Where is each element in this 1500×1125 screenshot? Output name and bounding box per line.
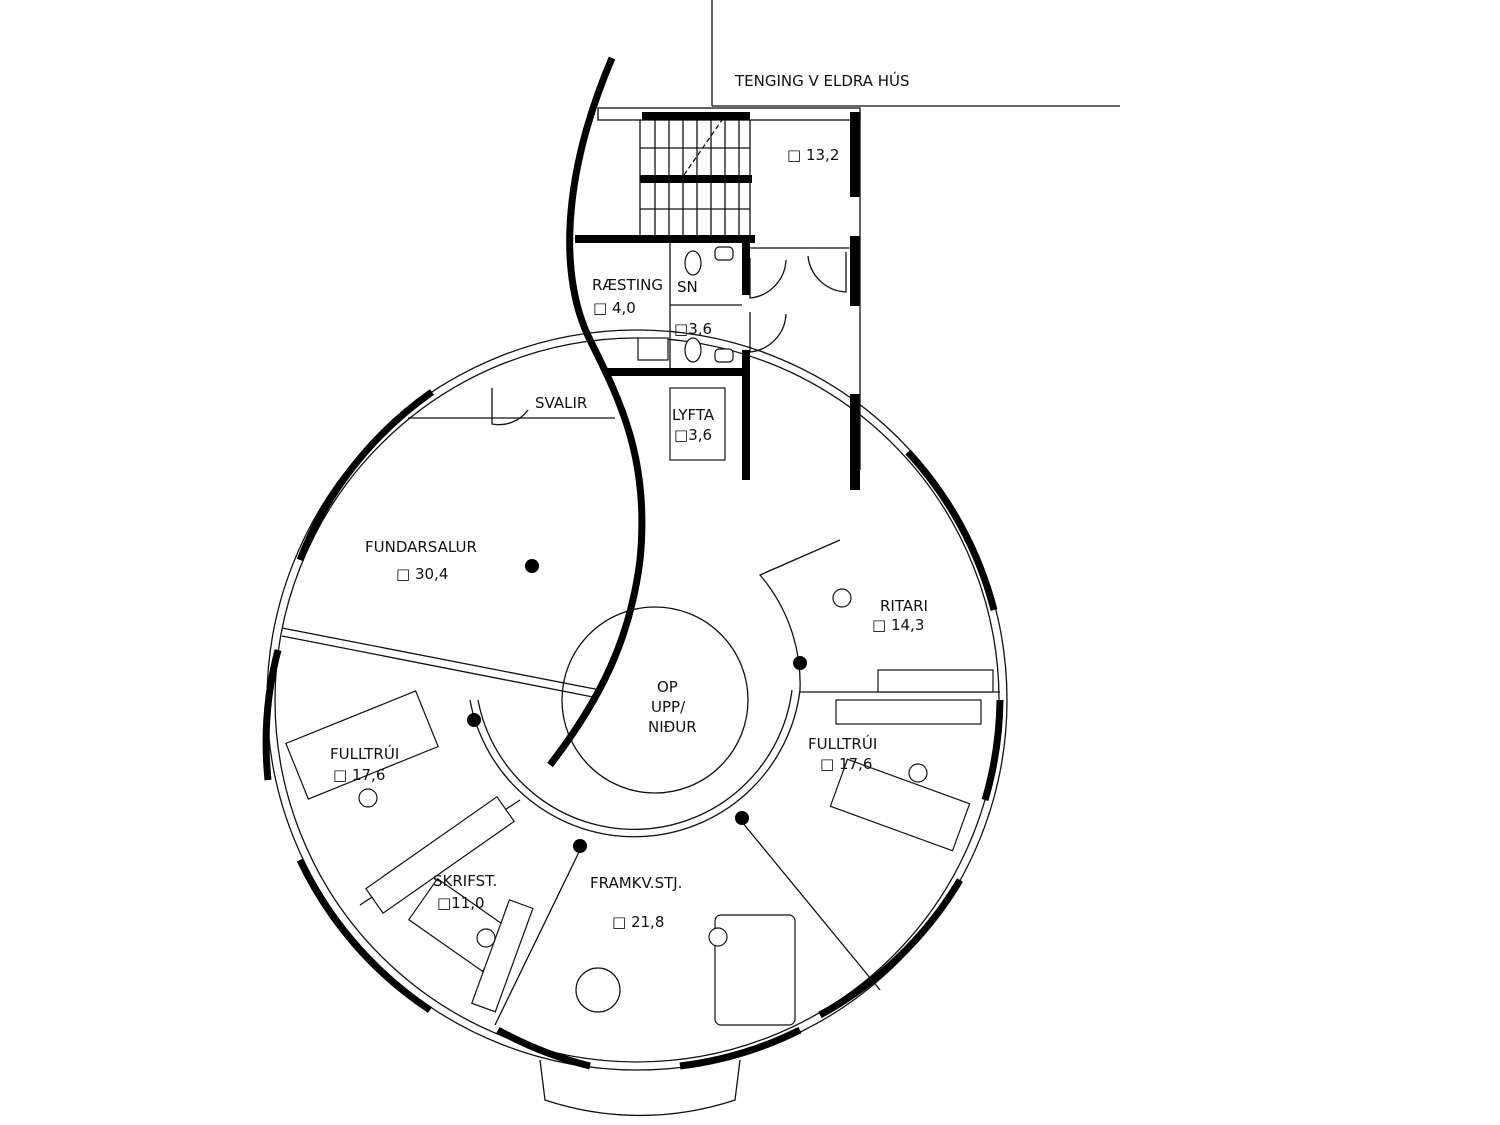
- svg-text:□ 17,6: □ 17,6: [333, 766, 385, 784]
- svg-text:FRAMKV.STJ.: FRAMKV.STJ.: [590, 874, 682, 892]
- partitions: [281, 588, 1000, 1026]
- room-fundarsalur: FUNDARSALUR □ 30,4: [365, 538, 477, 583]
- room-svalir: SVALIR: [535, 394, 587, 412]
- svg-text:OP: OP: [657, 678, 678, 696]
- svg-text:SKRIFST.: SKRIFST.: [433, 872, 497, 890]
- curved-wall: [547, 56, 646, 768]
- outer-wall: [262, 329, 1008, 1117]
- opening-stairwell: OP UPP/ NIÐUR: [648, 678, 697, 736]
- room-stair-hall: □ 13,2: [787, 146, 839, 164]
- svg-text:□ 17,6: □ 17,6: [820, 755, 872, 773]
- svg-text:FULLTRÚI: FULLTRÚI: [808, 734, 877, 753]
- svg-text:FULLTRÚI: FULLTRÚI: [330, 744, 399, 763]
- svg-text:FUNDARSALUR: FUNDARSALUR: [365, 538, 477, 556]
- stair-core: [575, 107, 861, 490]
- connection-label: TENGING V ELDRA HÚS: [734, 71, 910, 90]
- room-fulltrui-right: FULLTRÚI □ 17,6: [808, 734, 877, 773]
- svg-text:RÆSTING: RÆSTING: [592, 276, 663, 294]
- svg-text:□ 14,3: □ 14,3: [872, 616, 924, 634]
- svg-text:NIÐUR: NIÐUR: [648, 718, 697, 736]
- svg-text:RITARI: RITARI: [880, 597, 928, 615]
- svg-text:□ 13,2: □ 13,2: [787, 146, 839, 164]
- room-skrifst: SKRIFST. □11,0: [433, 872, 497, 912]
- svg-text:UPP/: UPP/: [651, 698, 686, 716]
- balcony-door[interactable]: [491, 388, 529, 426]
- svg-text:□3,6: □3,6: [674, 426, 712, 444]
- svg-text:□3,6: □3,6: [674, 320, 712, 338]
- room-framkv: FRAMKV.STJ. □ 21,8: [590, 874, 682, 931]
- svg-text:□11,0: □11,0: [437, 894, 485, 912]
- inner-ring: [467, 539, 841, 853]
- svg-text:□ 4,0: □ 4,0: [593, 299, 636, 317]
- room-sn: SN □3,6: [674, 278, 712, 338]
- svg-text:□ 21,8: □ 21,8: [612, 913, 664, 931]
- room-fulltrui-left: FULLTRÚI □ 17,6: [330, 744, 399, 784]
- room-raesting: RÆSTING □ 4,0: [592, 276, 663, 317]
- room-ritari: RITARI □ 14,3: [872, 597, 928, 634]
- svg-text:SN: SN: [677, 278, 698, 296]
- svg-text:□ 30,4: □ 30,4: [396, 565, 448, 583]
- room-lyfta: LYFTA □3,6: [672, 406, 715, 444]
- svg-text:LYFTA: LYFTA: [672, 406, 715, 424]
